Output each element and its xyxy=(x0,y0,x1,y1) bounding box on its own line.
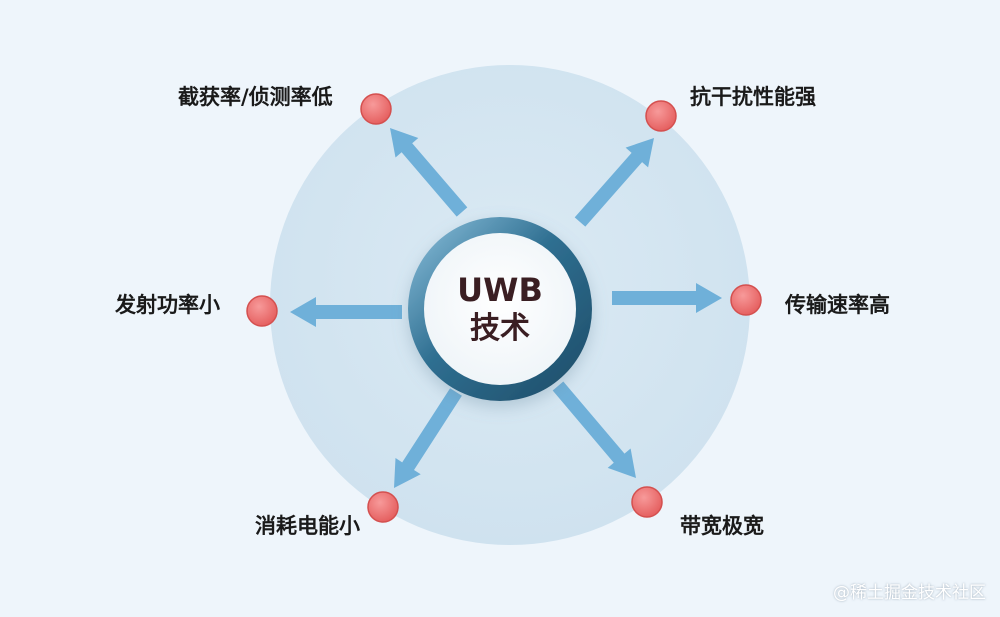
arrows-group xyxy=(290,128,722,488)
feature-label-bottom-left: 消耗电能小 xyxy=(255,514,360,538)
dot-right xyxy=(730,284,762,316)
dot-left xyxy=(246,295,278,327)
center-subtitle: 技术 xyxy=(470,311,530,346)
arrow-top-right xyxy=(574,138,654,227)
arrow-right xyxy=(612,283,722,313)
dot-bottom-right xyxy=(631,486,663,518)
center-ring xyxy=(408,217,592,401)
feature-label-top-left: 截获率/侦测率低 xyxy=(178,85,333,109)
arrow-bottom-left xyxy=(394,388,462,488)
dot-top-right xyxy=(645,100,677,132)
watermark: @稀土掘金技术社区 xyxy=(833,583,986,603)
feature-label-bottom-right: 带宽极宽 xyxy=(680,514,764,538)
feature-label-top-right: 抗干扰性能强 xyxy=(690,85,816,109)
arrow-top-left xyxy=(390,128,468,217)
center-title: UWB xyxy=(457,271,543,309)
dot-bottom-left xyxy=(367,491,399,523)
feature-label-left: 发射功率小 xyxy=(115,293,220,317)
arrow-bottom-right xyxy=(552,381,636,478)
feature-label-right: 传输速率高 xyxy=(785,293,890,317)
dots-group xyxy=(246,93,762,523)
dot-top-left xyxy=(360,93,392,125)
arrow-left xyxy=(290,297,402,327)
